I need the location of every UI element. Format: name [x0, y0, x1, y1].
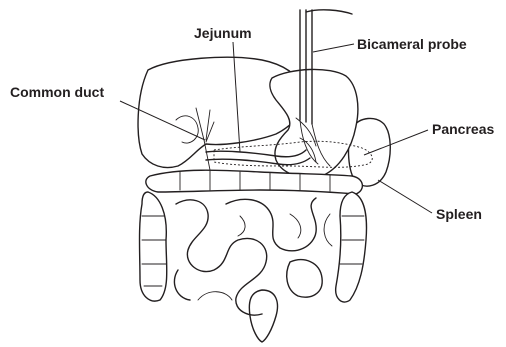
spleen-leader	[378, 180, 432, 213]
small-intestine-loop-3	[287, 260, 322, 297]
small-intestine-loop-5	[174, 270, 190, 300]
small-intestine-loop-2	[226, 198, 316, 251]
label-pancreas: Pancreas	[432, 121, 494, 137]
label-bicameral-probe: Bicameral probe	[357, 36, 467, 52]
probe-leader	[313, 44, 354, 52]
descending-colon	[336, 192, 367, 302]
small-intestine-loop-4	[198, 214, 332, 300]
probe-handle	[306, 10, 352, 14]
rectum	[249, 290, 277, 342]
ascending-colon	[140, 192, 167, 301]
label-common-duct: Common duct	[10, 84, 104, 100]
label-jejunum: Jejunum	[194, 25, 252, 41]
label-spleen: Spleen	[436, 206, 482, 222]
